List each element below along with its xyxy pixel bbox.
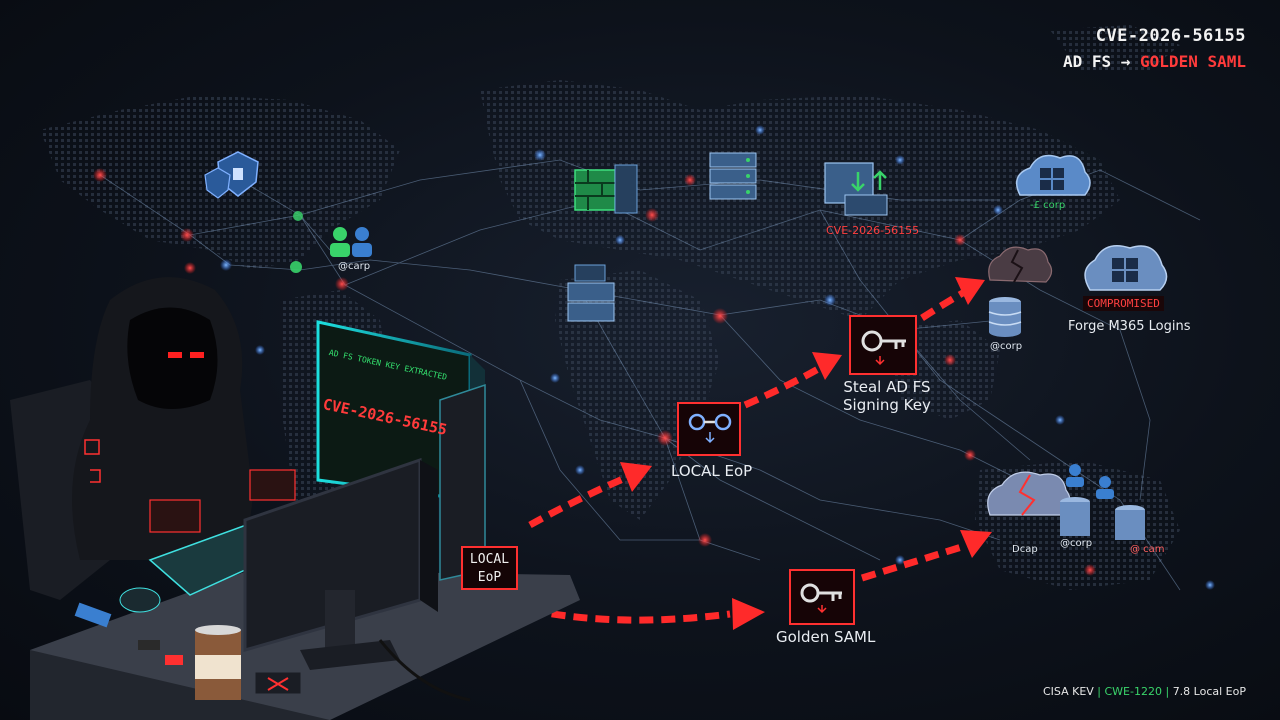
- broken-cloud-icon: [987, 246, 1071, 516]
- bottom-corp-label-3: @ cam: [1130, 544, 1165, 555]
- world-map: [40, 25, 1180, 590]
- bottom-corp-label-1: Dcap: [1012, 544, 1038, 555]
- local-eop-box: [677, 402, 741, 456]
- steal-key-box: [849, 315, 917, 375]
- network-nodes: [93, 125, 1215, 590]
- chain-highlight: GOLDEN SAML: [1140, 52, 1246, 71]
- cisa-kev-tag: CISA KEV: [1042, 685, 1094, 698]
- corp-user-label: @carp: [338, 261, 371, 272]
- desk-local-line2: EoP: [477, 570, 502, 585]
- footer-tags: CISA KEV | CWE-1220 | 7.8 Local EoP: [1042, 685, 1246, 698]
- cloud-top-label: -£ corp: [1030, 200, 1066, 211]
- golden-saml-key-box: [789, 569, 855, 625]
- forge-logins-label: Forge M365 Logins: [1068, 319, 1191, 334]
- firewall-icon: [574, 164, 638, 214]
- desk-local-eop-badge: LOCAL EoP: [461, 546, 518, 590]
- compromised-badge: COMPROMISED: [1083, 296, 1164, 311]
- db-corp-label: @corp: [990, 341, 1023, 352]
- cwe-tag: CWE-1220: [1104, 685, 1162, 698]
- cloud-icon-compromised: [1084, 245, 1168, 291]
- local-eop-label: LOCAL EoP: [671, 462, 753, 480]
- database-cluster-icon: [1060, 464, 1145, 540]
- hacker-desk-scene: [10, 277, 580, 720]
- chain-prefix: AD FS →: [1062, 52, 1131, 71]
- server-rack-icon: [709, 152, 757, 200]
- arrow-heads: [620, 277, 992, 630]
- cve-title: CVE-2026-56155: [1095, 26, 1246, 46]
- desk-local-line1: LOCAL: [469, 552, 510, 567]
- database-icon: [988, 297, 1022, 337]
- shield-icon: [204, 151, 259, 199]
- user-group-icon: [330, 227, 372, 257]
- bottom-corp-label-2: @corp: [1060, 538, 1093, 549]
- steal-key-line2: Signing Key: [843, 396, 931, 414]
- server-stack-icon: [567, 264, 615, 322]
- steal-key-line1: Steal AD FS: [843, 378, 931, 396]
- score-tag: 7.8 Local EoP: [1172, 685, 1246, 698]
- server-cve-label: CVE-2026-56155: [826, 224, 920, 237]
- attack-chain-title: AD FS → GOLDEN SAML: [1063, 52, 1246, 71]
- steal-key-label: Steal AD FS Signing Key: [843, 378, 931, 414]
- cup-label: LOCAL: [200, 661, 225, 670]
- cloud-icon-top: [1015, 154, 1091, 196]
- golden-saml-label: Golden SAML: [776, 628, 876, 646]
- adfs-server-icon: [824, 162, 888, 216]
